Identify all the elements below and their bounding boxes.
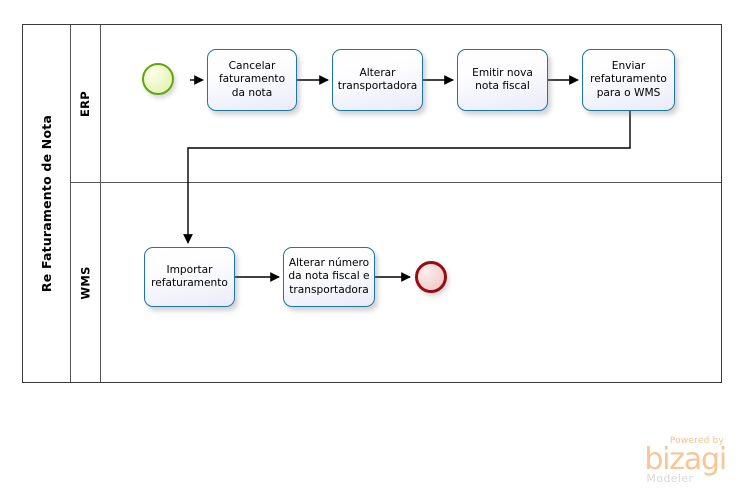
task-alterar-numero-nota[interactable]: Alterar número da nota fiscal e transpor… (283, 247, 375, 307)
bizagi-logo: Powered by bizagi Modeler (644, 436, 727, 485)
task-cancelar-faturamento[interactable]: Cancelar faturamento da nota (207, 49, 297, 111)
modeler-label: Modeler (646, 472, 694, 485)
task-importar-refaturamento[interactable]: Importar refaturamento (144, 247, 235, 307)
lane-label-wms: WMS (78, 265, 93, 300)
task-emitir-nova-nota-fiscal[interactable]: Emitir nova nota fiscal (457, 49, 548, 111)
task-label: Cancelar faturamento da nota (218, 59, 286, 99)
task-label: Enviar refaturamento para o WMS (590, 59, 667, 99)
task-label: Importar refaturamento (151, 263, 228, 289)
task-label: Alterar transportadora (337, 66, 418, 92)
bizagi-wordmark: bizagi (644, 442, 727, 478)
lane-label-erp: ERP (78, 90, 93, 117)
pool-header: Re Faturamento de Nota (23, 25, 71, 382)
lane-header-wms: WMS (71, 183, 101, 382)
lane-header-erp: ERP (71, 25, 101, 182)
end-event[interactable] (415, 261, 447, 293)
task-alterar-transportadora[interactable]: Alterar transportadora (332, 49, 423, 111)
task-label: Emitir nova nota fiscal (472, 66, 533, 92)
task-enviar-refaturamento-wms[interactable]: Enviar refaturamento para o WMS (582, 49, 675, 111)
powered-by-label: Powered by (669, 436, 724, 447)
lane-wms: WMS (71, 183, 721, 382)
task-label: Alterar número da nota fiscal e transpor… (288, 256, 370, 296)
pool-title: Re Faturamento de Nota (39, 114, 54, 293)
start-event[interactable] (142, 63, 174, 95)
